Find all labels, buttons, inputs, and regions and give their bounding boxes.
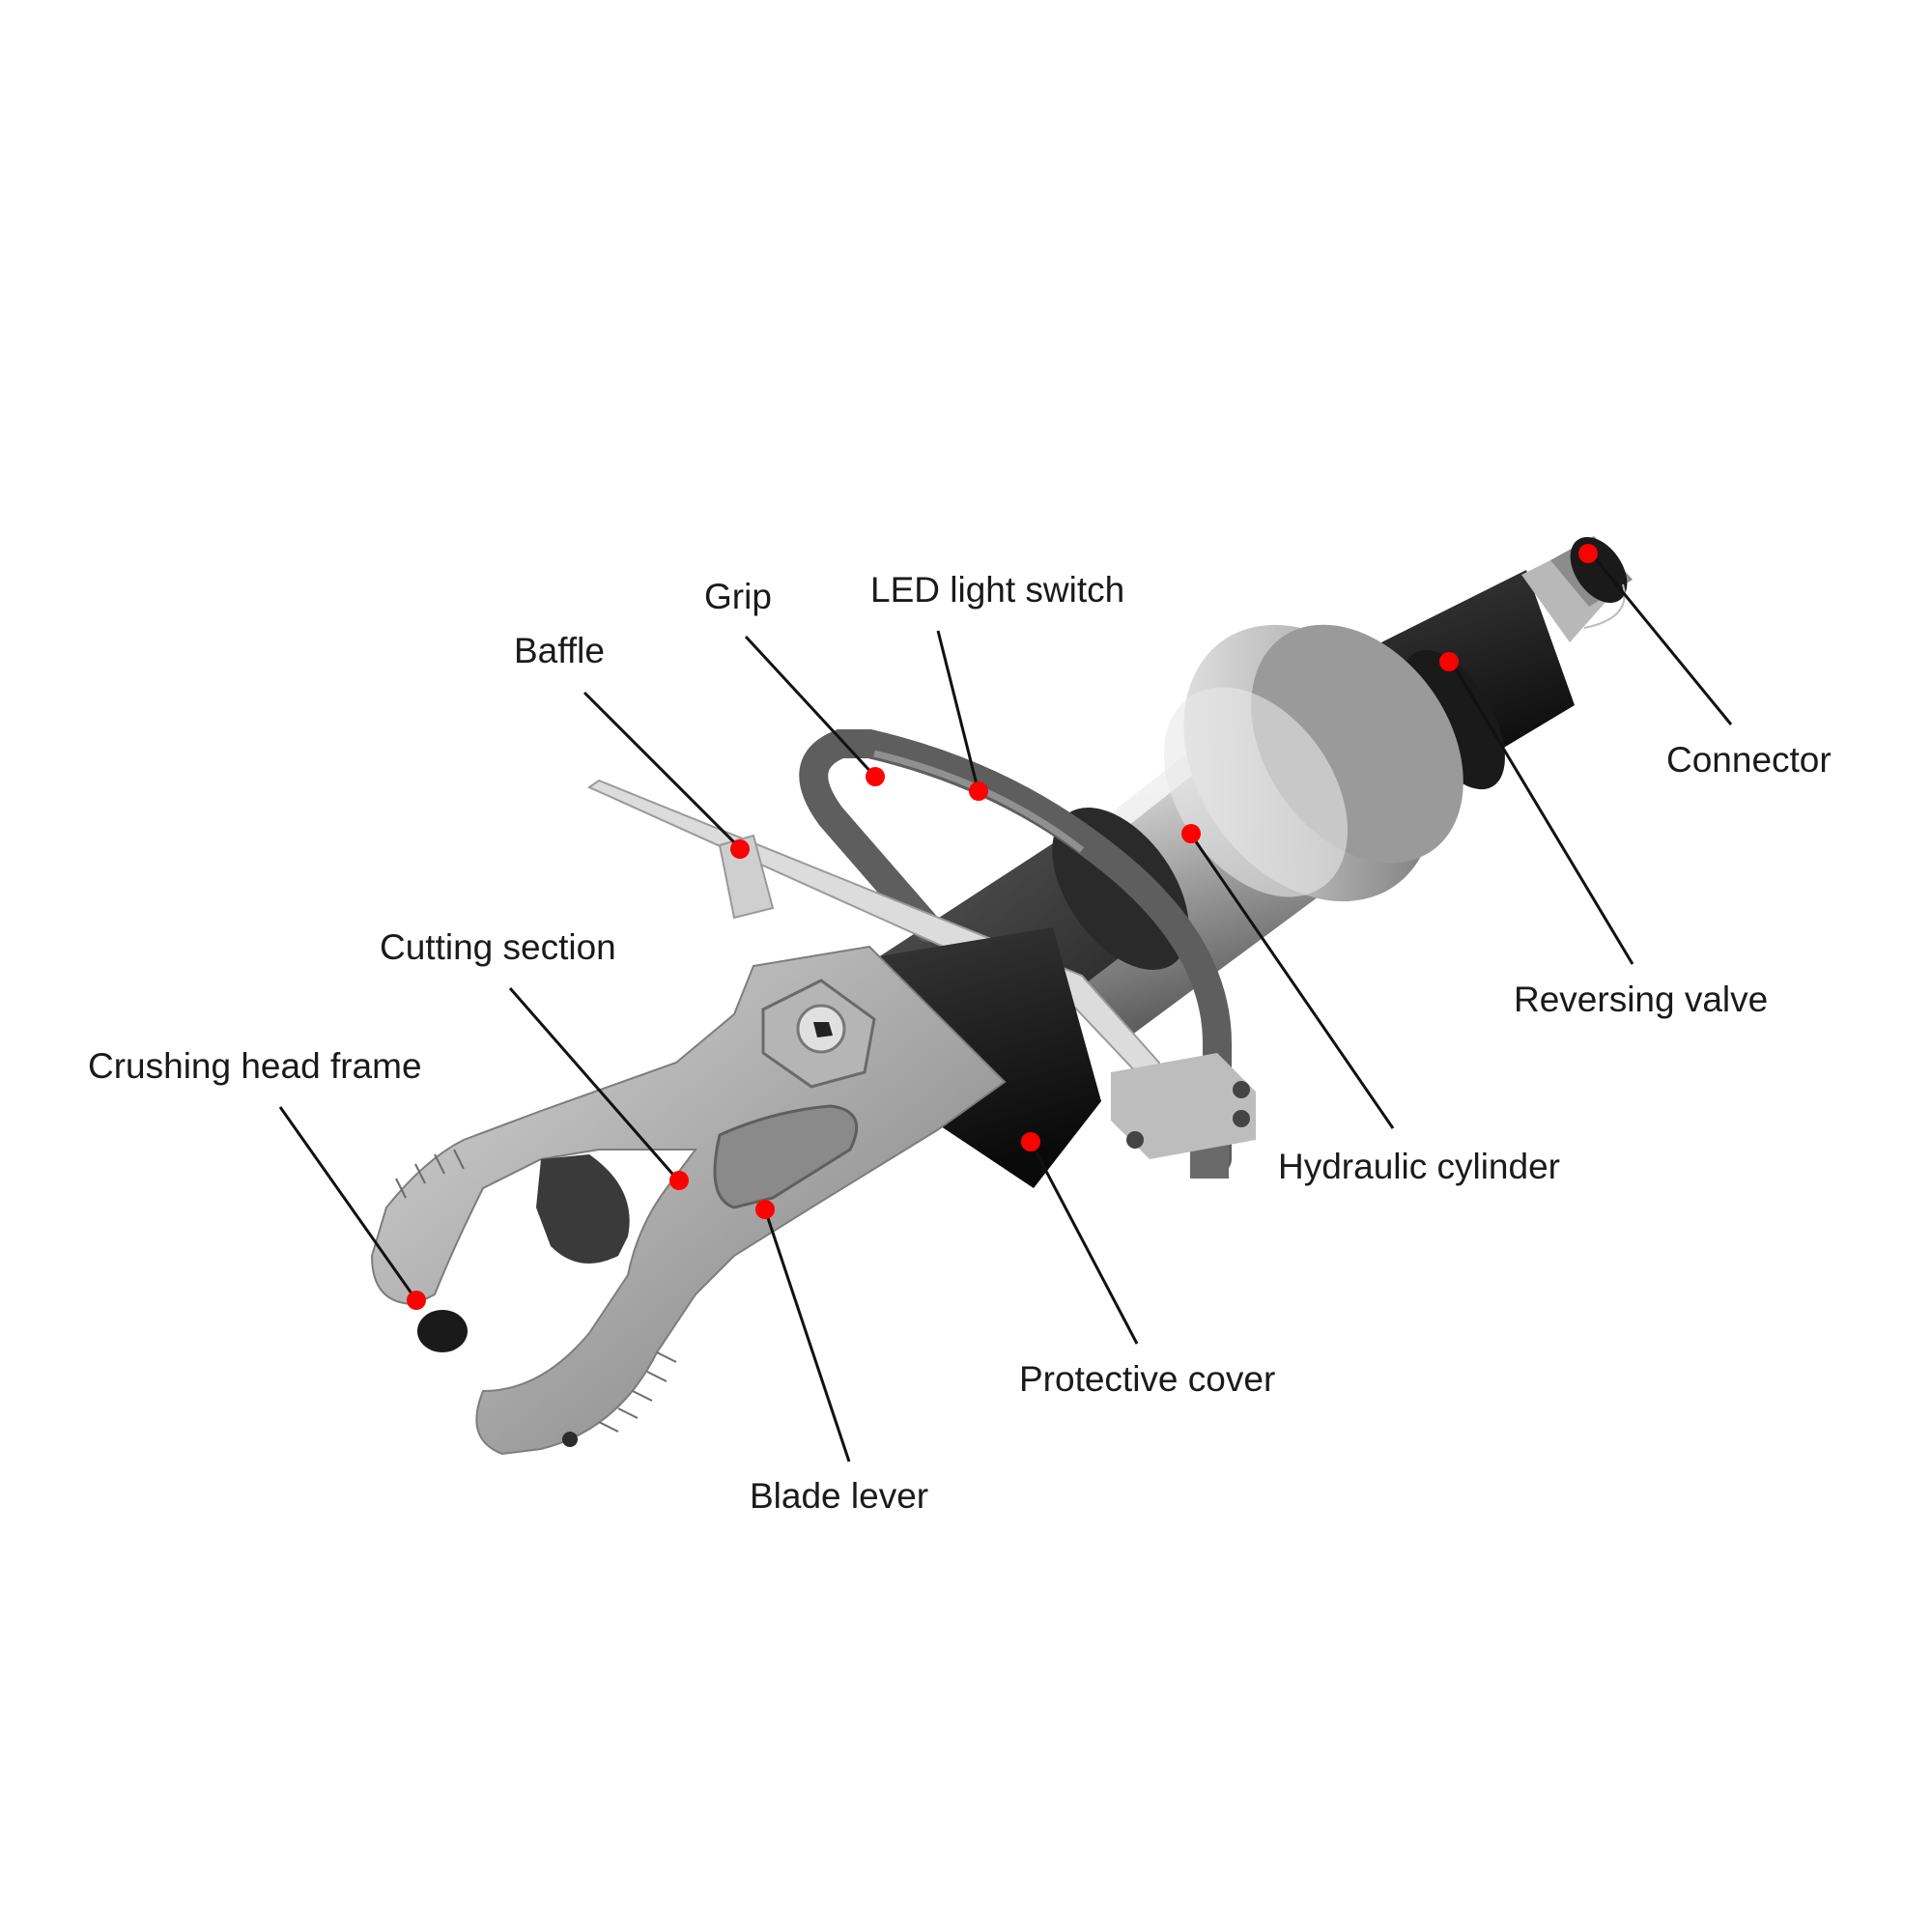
reversing-valve-leader (1450, 662, 1634, 965)
crushing-head-frame-leader (278, 1106, 418, 1301)
jaw-teeth (395, 1149, 677, 1433)
crushing-head-frame-label: Crushing head frame (88, 1046, 422, 1086)
led-light-switch-label: LED light switch (870, 570, 1124, 610)
cutting-section-leader (508, 987, 681, 1182)
protective-cover-label: Protective cover (1019, 1359, 1275, 1399)
connector-leader (1590, 554, 1733, 725)
leader-lines (278, 554, 1733, 1463)
pivot-nut (761, 979, 876, 1089)
blade-lever-leader (763, 1208, 851, 1463)
led-light-switch-leader (936, 630, 980, 793)
connector-body (1521, 536, 1633, 642)
led-light-switch-marker (969, 781, 988, 801)
crushing-head-frame-marker (407, 1291, 426, 1310)
baffle-leader (582, 691, 743, 851)
cylinder-collar (1163, 624, 1463, 902)
baffle-marker (730, 839, 750, 859)
cutting-section-marker (669, 1171, 689, 1190)
connector-marker (1578, 544, 1598, 563)
hydraulic-cylinder-leader (1189, 834, 1395, 1129)
hydraulic-cylinder-label: Hydraulic cylinder (1278, 1147, 1560, 1186)
blade-lever-marker (755, 1200, 775, 1219)
connector-label: Connector (1666, 740, 1832, 780)
blade-lever-label: Blade lever (750, 1476, 928, 1516)
labels: Connector Reversing valve Hydraulic cyli… (88, 570, 1832, 1516)
crushing-head-body (370, 945, 1007, 1456)
grip-marker (866, 767, 885, 786)
cutting-section-label: Cutting section (380, 927, 616, 967)
markers (407, 544, 1598, 1310)
reversing-valve-label: Reversing valve (1514, 980, 1768, 1019)
baffle-label: Baffle (514, 631, 605, 670)
protective-cover-leader (1029, 1141, 1139, 1345)
protective-cover-marker (1021, 1132, 1040, 1151)
grip-label: Grip (704, 577, 772, 616)
reversing-valve-marker (1439, 652, 1459, 671)
bracket (1111, 1053, 1256, 1159)
grip-leader (744, 635, 877, 779)
tool-illustration (370, 536, 1633, 1456)
hydraulic-cylinder-marker (1181, 824, 1201, 843)
